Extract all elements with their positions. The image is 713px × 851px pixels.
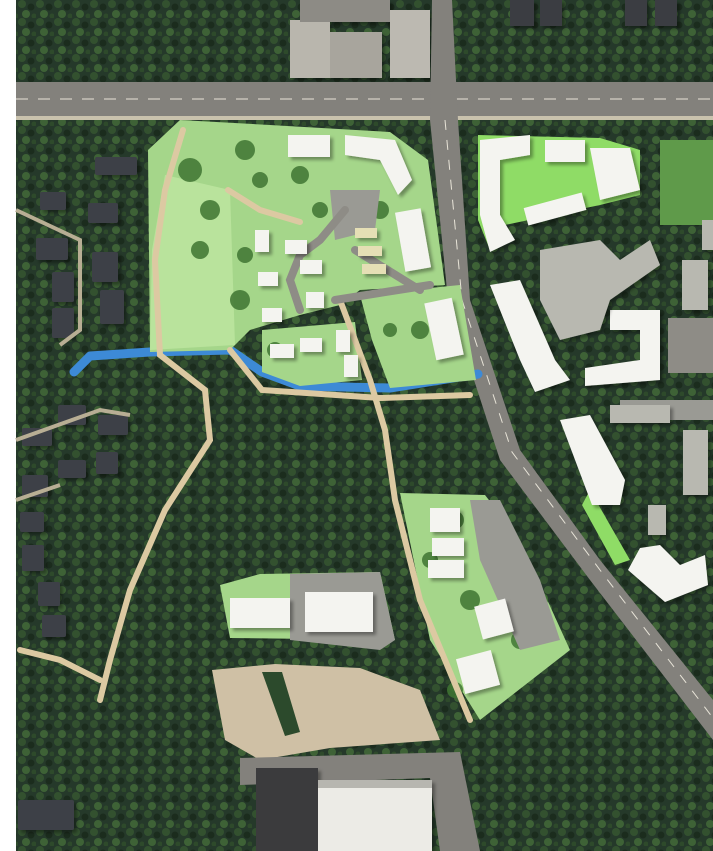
existing-buildings-south [256, 768, 432, 851]
gravel-field-tree-strip [262, 672, 300, 736]
plan-internal-paths [17, 127, 473, 723]
main-road [16, 82, 713, 120]
existing-buildings-east [540, 220, 713, 535]
map-left-border [0, 0, 16, 851]
existing-buildings-top [290, 0, 677, 78]
east-parking-lot [668, 318, 713, 373]
planned-buildings [230, 135, 514, 695]
west-residential-street [15, 208, 131, 502]
east-road [430, 0, 713, 740]
plan-access-roads [285, 206, 434, 314]
east-planned-blocks [480, 135, 708, 602]
